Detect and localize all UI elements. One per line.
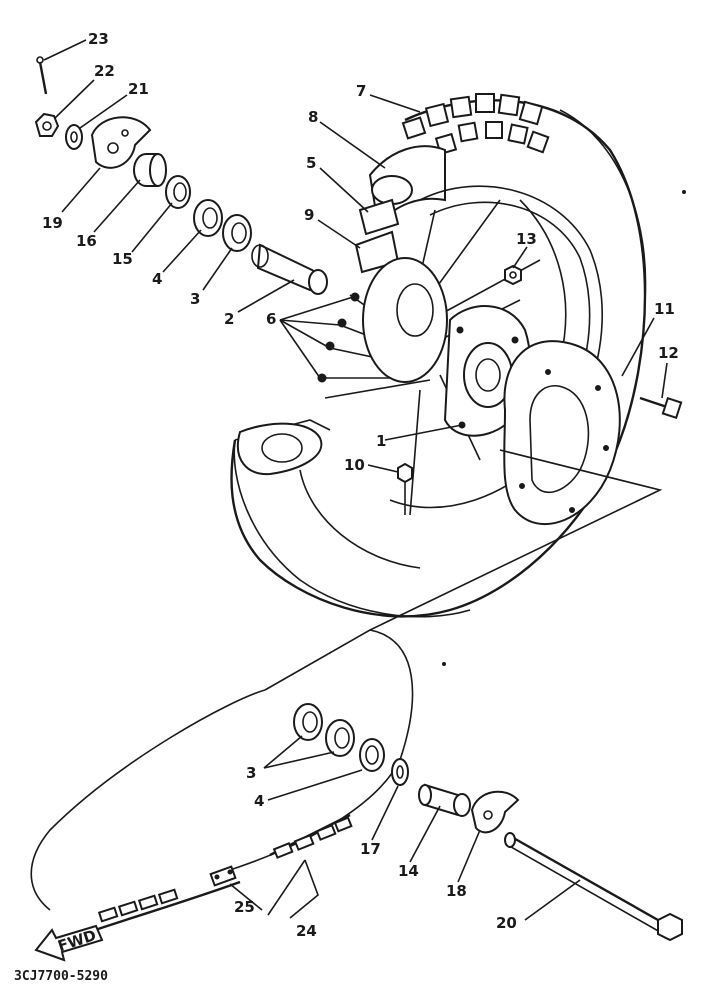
fwd-arrow-label: FWD <box>55 926 98 955</box>
callout-3-lower: 3 <box>246 764 256 782</box>
oil-seal-15 <box>165 175 191 209</box>
spacer-2 <box>251 243 328 295</box>
callout-8: 8 <box>308 108 318 126</box>
callout-25: 25 <box>234 898 255 916</box>
disc-bolt <box>639 396 683 420</box>
nut-10 <box>397 462 413 515</box>
callout-20: 20 <box>496 914 517 932</box>
callout-labels: 23 22 21 19 16 15 4 3 2 6 7 8 5 9 13 11 … <box>42 30 679 940</box>
callout-6: 6 <box>266 310 276 328</box>
callout-9: 9 <box>304 206 314 224</box>
axle-20 <box>504 832 683 942</box>
callout-16: 16 <box>76 232 97 250</box>
callout-17: 17 <box>360 840 381 858</box>
callout-7: 7 <box>356 82 366 100</box>
leader-lines <box>43 39 668 921</box>
callout-15: 15 <box>112 250 133 268</box>
callout-10: 10 <box>344 456 365 474</box>
bearing-3 <box>222 214 252 252</box>
nut-13 <box>504 264 522 286</box>
callout-12: 12 <box>658 344 679 362</box>
callout-11: 11 <box>654 300 675 318</box>
callout-19: 19 <box>42 214 63 232</box>
callout-2: 2 <box>224 310 234 328</box>
drive-chain <box>94 813 353 932</box>
callout-22: 22 <box>94 62 115 80</box>
brake-disc <box>503 340 621 526</box>
washer-21 <box>65 124 83 150</box>
bearing-3-lower-a <box>293 703 323 741</box>
chain-puller-19 <box>90 116 152 169</box>
chain-puller-18 <box>470 790 520 834</box>
bearing-3-lower-b <box>325 719 355 757</box>
callout-23: 23 <box>88 30 109 48</box>
callout-4-lower: 4 <box>254 792 264 810</box>
drawing-code: 3CJ7700-5290 <box>14 969 108 984</box>
rim-band <box>358 198 400 236</box>
callout-5: 5 <box>306 154 316 172</box>
callout-24: 24 <box>296 922 317 940</box>
forward-direction-arrow: FWD <box>34 924 104 962</box>
callout-3-upper: 3 <box>190 290 200 308</box>
axle-nut <box>34 112 60 137</box>
callout-4-upper: 4 <box>152 270 162 288</box>
chain-joint <box>209 865 237 887</box>
callout-13: 13 <box>516 230 537 248</box>
oil-seal-4-lower <box>359 738 385 772</box>
callout-18: 18 <box>446 882 467 900</box>
callout-14: 14 <box>398 862 419 880</box>
tire <box>230 93 647 618</box>
cotter-pin <box>36 56 48 95</box>
sprocket-gear <box>237 422 323 476</box>
callout-21: 21 <box>128 80 149 98</box>
collar-14 <box>418 783 471 817</box>
callout-1: 1 <box>376 432 386 450</box>
collar-16 <box>133 153 167 187</box>
washer-17 <box>391 758 409 786</box>
bearing-4 <box>193 199 223 237</box>
